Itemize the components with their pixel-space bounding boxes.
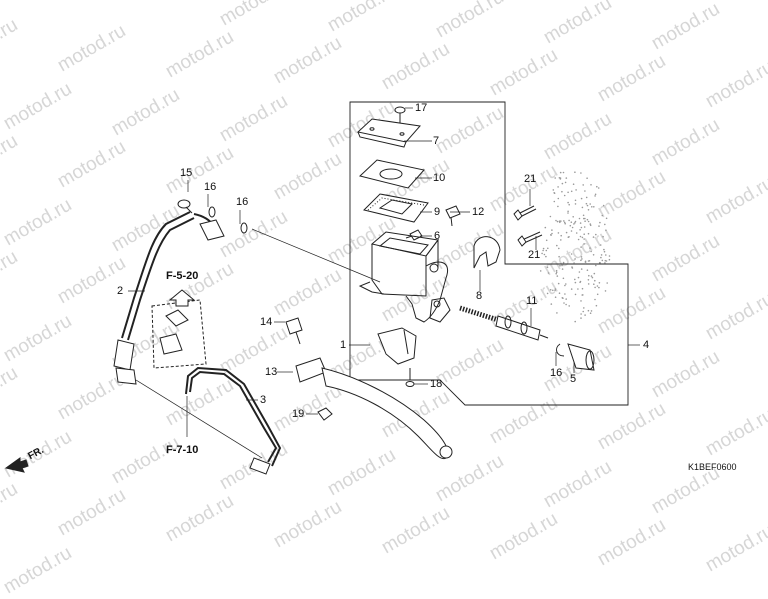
part-21-bolt-lower (518, 232, 542, 246)
callout-15: 15 (180, 168, 192, 179)
callout-17: 16 (550, 368, 562, 379)
callout-21-upper: 21 (524, 174, 536, 185)
callout-18: 17 (415, 103, 427, 114)
front-direction-arrow (6, 458, 28, 472)
part-9-diaphragm (364, 194, 428, 222)
part-13-lever-assembly (296, 358, 452, 459)
part-11-piston-set (460, 308, 548, 340)
callout-19: 18 (430, 379, 442, 390)
callout-8: 8 (476, 291, 482, 302)
callout-10: 10 (433, 173, 445, 184)
callout-7: 7 (433, 136, 439, 147)
part-21-bolt-upper (514, 206, 536, 220)
callout-21-lower: 21 (528, 250, 540, 261)
part-3-brake-pipe (186, 368, 280, 474)
callout-4: 4 (643, 340, 649, 351)
callout-11: 11 (526, 296, 537, 307)
stippled-area (540, 171, 610, 322)
callout-16-a: 16 (204, 182, 216, 193)
diagram-code: K1BEF0600 (688, 462, 737, 472)
callout-6: 6 (434, 231, 440, 242)
callout-3: 3 (260, 395, 266, 406)
part-17-circlip (557, 344, 564, 356)
part-2-brake-hose (114, 212, 224, 384)
parts-diagram: motod.rumotod.rumotod.rumotod.rumotod.ru… (0, 0, 768, 576)
callout-1: 1 (340, 340, 346, 351)
callout-12: 12 (472, 207, 484, 218)
joint-hose-piece (160, 310, 188, 354)
callout-13: 13 (265, 367, 277, 378)
part-12-cap (446, 206, 460, 226)
part-5-boot (568, 344, 594, 370)
ref-f-5-20[interactable]: F-5-20 (166, 270, 198, 282)
part-16-washer-b (241, 223, 247, 233)
part-16-washer-a (209, 207, 215, 217)
callout-5: 5 (570, 374, 576, 385)
part-14-pivot-bolt (286, 318, 302, 344)
callout-16-b: 16 (236, 197, 248, 208)
callout-14: 14 (260, 317, 272, 328)
callout-20: 19 (292, 409, 304, 420)
diagram-drawing (0, 0, 768, 576)
ref-f-7-10[interactable]: F-7-10 (166, 444, 198, 456)
part-18-screw (395, 107, 405, 124)
part-20-nut (318, 408, 332, 420)
callout-9: 9 (434, 207, 440, 218)
callout-2: 2 (117, 286, 123, 297)
part-1-stop-switch (378, 328, 416, 364)
part-8-holder (474, 237, 500, 268)
part-19-screw (406, 368, 414, 387)
part-15-oil-bolt (178, 200, 192, 213)
part-10-set-plate (360, 160, 424, 188)
master-cylinder-body (360, 232, 450, 322)
joint-detail (152, 300, 206, 368)
